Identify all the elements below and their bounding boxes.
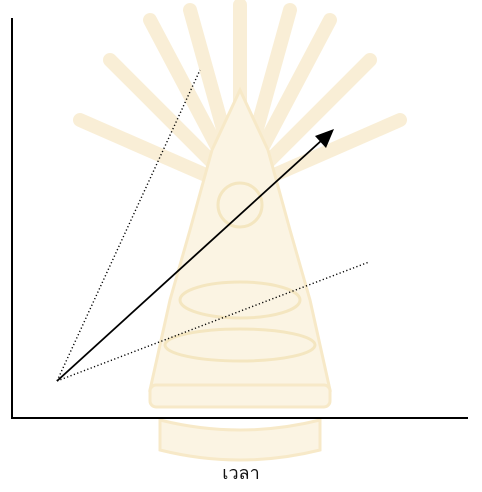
- arrow-line: [56, 139, 323, 382]
- lower-dotted-line: [56, 261, 370, 382]
- axes: [11, 18, 468, 419]
- x-axis-label: เวลา: [222, 463, 260, 484]
- arrow-head: [315, 129, 334, 148]
- upper-dotted-line: [56, 69, 201, 382]
- watermark-seal: [73, 0, 407, 462]
